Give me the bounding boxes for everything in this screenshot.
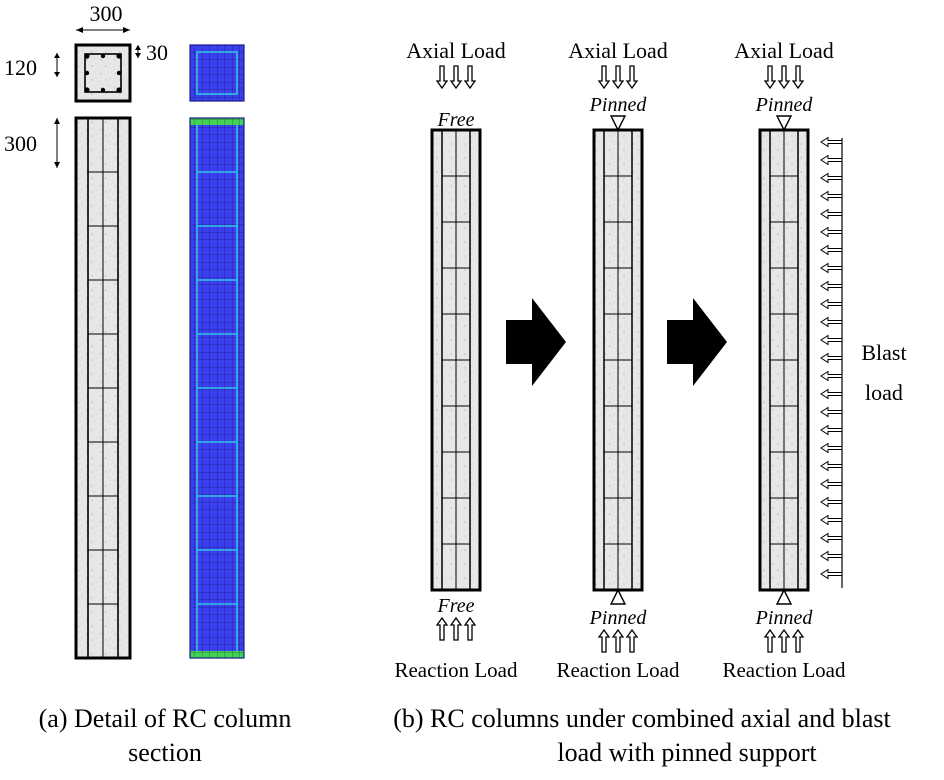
- blast-arrow: [820, 532, 843, 544]
- load-arrow: [777, 628, 791, 653]
- load-arrow: [463, 616, 477, 641]
- pin-support-bottom: [609, 588, 627, 605]
- axial-load-label: Axial Load: [568, 38, 668, 63]
- fe-mesh-cross-section: [189, 44, 245, 102]
- load-arrow: [625, 628, 639, 653]
- reaction-load-label: Reaction Load: [722, 658, 846, 682]
- top-support-label: Free: [436, 109, 474, 131]
- load-arrow: [791, 65, 805, 90]
- blast-arrow: [820, 316, 843, 328]
- pin-support-top: [775, 115, 793, 132]
- blast-arrow: [820, 424, 843, 436]
- fe-mesh-stirrups: [197, 171, 237, 605]
- caption-b: (b) RC columns under combined axial and …: [340, 702, 944, 770]
- bottom-support-label: Pinned: [589, 607, 648, 629]
- caption-a-line1: (a) Detail of RC column: [38, 704, 292, 733]
- blast-arrow: [820, 208, 843, 220]
- fe-mesh-elevation: [189, 117, 245, 659]
- pin-support-top: [609, 115, 627, 132]
- blast-load: Blast load: [820, 136, 907, 588]
- blast-arrow: [820, 478, 843, 490]
- load-arrow: [791, 628, 805, 653]
- transition-arrow-2: [667, 298, 727, 386]
- blast-pressure-arrows: [820, 136, 843, 580]
- axial-load-label: Axial Load: [406, 38, 506, 63]
- load-arrow: [463, 65, 477, 90]
- load-arrow: [597, 65, 611, 90]
- blast-arrow: [820, 550, 843, 562]
- blast-arrow: [820, 136, 843, 148]
- blast-arrow: [820, 496, 843, 508]
- section-height-dimension: 120: [4, 53, 60, 80]
- stirrup-spacing-label: 300: [4, 131, 37, 156]
- blast-arrow: [820, 460, 843, 472]
- width-dimension-label: 300: [90, 1, 123, 26]
- load-arrow: [763, 628, 777, 653]
- load-arrow: [435, 616, 449, 641]
- bottom-support-label: Pinned: [755, 607, 814, 629]
- caption-b-line1: (b) RC columns under combined axial and …: [393, 704, 891, 733]
- width-dimension: 300: [76, 1, 130, 33]
- reaction-load-label: Reaction Load: [394, 658, 518, 682]
- blast-arrow: [820, 406, 843, 418]
- caption-a-line2: section: [128, 738, 202, 767]
- pin-support-bottom: [775, 588, 793, 605]
- blast-label-line1: Blast: [861, 340, 906, 365]
- cover-dimension-label: 30: [146, 40, 168, 65]
- stirrup-spacing-dimension: 300: [4, 118, 60, 168]
- axial-load-label: Axial Load: [734, 38, 834, 63]
- blast-arrow: [820, 334, 843, 346]
- blast-arrow: [820, 172, 843, 184]
- elevation-stirrups: [88, 171, 118, 605]
- section-height-label: 120: [4, 55, 37, 80]
- blast-arrow: [820, 388, 843, 400]
- blast-arrow: [820, 280, 843, 292]
- caption-b-line2: load with pinned support: [557, 738, 817, 767]
- blast-arrow: [820, 370, 843, 382]
- blast-label-line2: load: [865, 380, 903, 405]
- column-cross-section: [74, 43, 132, 103]
- blast-arrow: [820, 568, 843, 580]
- load-arrow: [449, 65, 463, 90]
- caption-a: (a) Detail of RC column section: [0, 702, 330, 770]
- blast-arrow: [820, 154, 843, 166]
- blast-arrow: [820, 190, 843, 202]
- blast-arrow: [820, 262, 843, 274]
- load-arrow: [435, 65, 449, 90]
- load-arrow: [597, 628, 611, 653]
- top-support-label: Pinned: [755, 94, 814, 116]
- column-elevation: [74, 116, 132, 660]
- load-arrow: [763, 65, 777, 90]
- load-arrow: [777, 65, 791, 90]
- blast-arrow: [820, 226, 843, 238]
- transition-arrow-1: [506, 298, 566, 386]
- blast-arrow: [820, 514, 843, 526]
- blast-arrow: [820, 352, 843, 364]
- load-arrow: [449, 616, 463, 641]
- bottom-support-label: Free: [436, 595, 474, 617]
- panel-a: 300 30 120: [4, 1, 245, 660]
- blast-arrow: [820, 442, 843, 454]
- blast-arrow: [820, 298, 843, 310]
- cover-dimension: 30: [135, 40, 168, 65]
- load-arrow: [611, 65, 625, 90]
- reaction-load-label: Reaction Load: [556, 658, 680, 682]
- blast-arrow: [820, 244, 843, 256]
- top-support-label: Pinned: [589, 94, 648, 116]
- load-arrow: [611, 628, 625, 653]
- load-arrow: [625, 65, 639, 90]
